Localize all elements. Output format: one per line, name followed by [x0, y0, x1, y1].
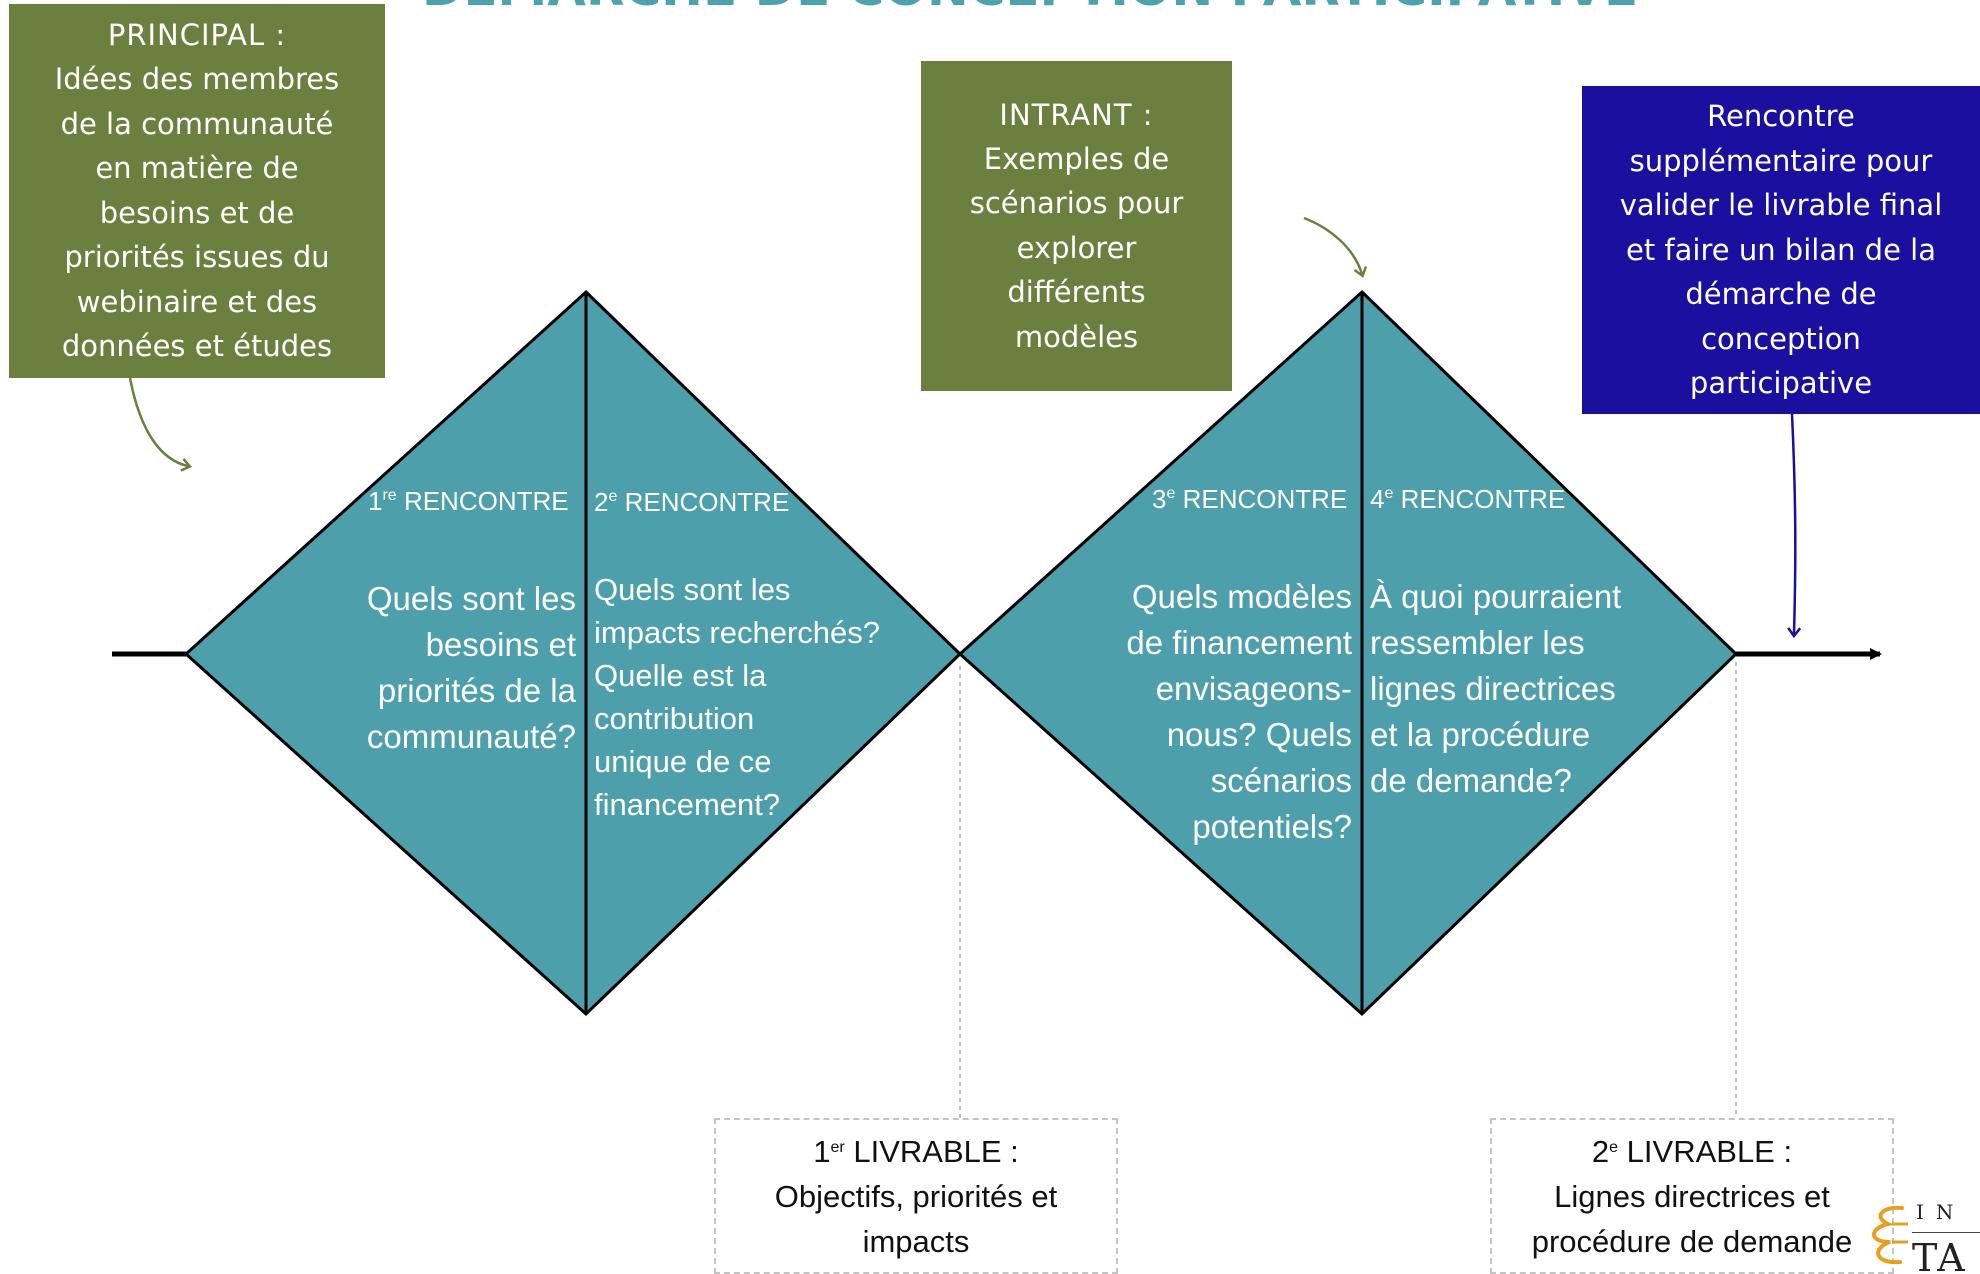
meeting-2-question: Quels sont les impacts recherchés? Quell…	[594, 572, 881, 822]
deliverable-2-title: 2e LIVRABLE :	[1591, 1133, 1793, 1169]
meeting-2-label: 2e RENCONTRE	[594, 487, 790, 517]
principal-text: Idées des membres de la communauté en ma…	[54, 62, 340, 364]
logo-text-top: IN	[1916, 1200, 1966, 1224]
meeting-1-label: 1re RENCONTRE	[368, 486, 569, 516]
deliverable-2-box: 2e LIVRABLE : Lignes directrices et proc…	[1490, 1118, 1894, 1274]
intrant-input-box: INTRANT : Exemples de scénarios pour exp…	[921, 61, 1232, 391]
intrant-title: INTRANT :	[999, 97, 1154, 132]
meeting-3-question: Quels modèles de financement envisageons…	[1126, 578, 1352, 845]
meeting-3-label: 3e RENCONTRE	[1152, 484, 1348, 514]
intrant-input-arrow	[1303, 216, 1368, 278]
meeting-1-question: Quels sont les besoins et priorités de l…	[366, 580, 576, 755]
principal-input-box: PRINCIPAL : Idées des membres de la comm…	[9, 4, 385, 378]
principal-title: PRINCIPAL :	[107, 18, 287, 53]
extra-meeting-text: Rencontre supplémentaire pour valider le…	[1619, 99, 1943, 401]
intrant-text: Exemples de scénarios pour explorer diff…	[969, 141, 1184, 354]
principal-input-arrow	[128, 377, 192, 472]
meeting-4-label: 4e RENCONTRE	[1370, 484, 1566, 514]
deliverable-1-box: 1er LIVRABLE : Objectifs, priorités et i…	[714, 1118, 1118, 1274]
extra-meeting-arrow	[1787, 413, 1802, 639]
page-title-banner: DÉMARCHE DE CONCEPTION PARTICIPATIVE	[410, 0, 1650, 13]
logo-text-bottom: TA	[1912, 1236, 1967, 1274]
logo-divider	[1912, 1232, 1980, 1233]
organization-logo: IN TA	[1862, 1198, 1980, 1274]
deliverable-1-title: 1er LIVRABLE :	[813, 1133, 1019, 1169]
logo-mark-icon	[1872, 1205, 1908, 1265]
extra-meeting-box: Rencontre supplémentaire pour valider le…	[1582, 86, 1980, 414]
meeting-4-question: À quoi pourraient ressembler les lignes …	[1370, 578, 1622, 799]
